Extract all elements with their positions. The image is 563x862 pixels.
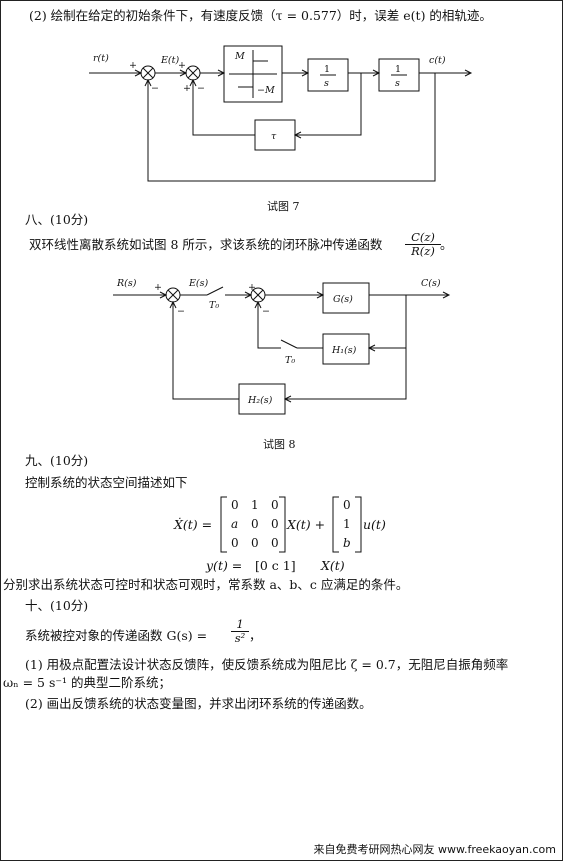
d8-H1: H₁(s) [331,345,357,356]
q9-question: 分别求出系统状态可控时和状态可观时，常系数 a、b、c 应满足的条件。 [3,577,409,592]
d8-plus2: + [248,282,256,293]
d7-plus1: + [129,60,137,71]
d7-int1-den: s [324,78,329,89]
q10-part2: (2) 画出反馈系统的状态变量图，并求出闭环系统的传递函数。 [25,696,372,711]
d8-sampler1: T₀ [209,300,219,311]
d7-caption: 试图 7 [267,200,300,213]
A-12: 0 [271,517,279,531]
q9-output-rhs: X(t) [321,558,345,573]
d7-int2-num: 1 [395,64,401,75]
d8-minus2: − [262,306,270,317]
B-0: 0 [343,498,351,512]
d8-G: G(s) [333,294,353,305]
q8-frac-num: C(z) [411,230,435,244]
d7-input-label: r(t) [93,53,109,64]
q10-part1a: (1) 用极点配置法设计状态反馈阵，使反馈系统成为阻尼比 ζ = 0.7，无阻尼… [25,657,509,672]
q8-frac-den: R(z) [411,244,435,258]
A-11: 0 [251,517,259,531]
d8-error-label: E(s) [188,278,209,289]
q10-plant-text: 系统被控对象的传递函数 G(s) = [25,628,208,643]
q9-C-matrix: [0 c 1] [255,558,296,573]
d7-relay-block [223,45,283,103]
d7-minus2: − [197,83,205,94]
q9-heading: 九、(10分) [25,453,89,468]
d7-relay-pos: M [234,51,245,62]
d7-tau: τ [271,131,277,142]
B-2: b [343,536,351,550]
d7-output-label: c(t) [429,55,446,66]
d7-minus1: − [151,83,159,94]
d8-sampler2: T₀ [285,355,295,366]
A-22: 0 [271,536,279,550]
q9-lhs: Ẋ(t) = [174,517,213,532]
q10-plant-end: ， [249,628,262,643]
q9-output-lhs: y(t) = [206,558,243,573]
q10-plant-fraction: 1 s² [231,618,249,645]
q10-heading: 十、(10分) [25,598,89,613]
A-10: a [231,517,239,531]
d8-H1-block [322,333,370,365]
q9-rhs: u(t) [363,517,386,532]
A-01: 1 [251,498,259,512]
A-20: 0 [231,536,239,550]
d8-G-block [322,282,370,314]
d8-H2: H₂(s) [247,395,273,406]
d7-relay-neg: −M [257,85,275,96]
d8-output-label: C(s) [421,278,441,289]
footer-watermark: 来自免费考研网热心网友 www.freekaoyan.com [313,843,556,856]
A-21: 0 [251,536,259,550]
q9-intro: 控制系统的状态空间描述如下 [25,475,188,490]
d7-int1-num: 1 [324,64,330,75]
d7-integrator2 [378,58,420,92]
d8-minus1: − [177,306,185,317]
d7-error-label: E(t) [160,55,179,66]
q7-part2-text: (2) 绘制在给定的初始条件下，有速度反馈（τ = 0.577）时，误差 e(t… [29,8,492,23]
B-1: 1 [343,517,351,531]
d7-plus2: + [178,60,186,71]
d7-plus-inner: + [183,83,191,94]
q8-fraction: C(z) R(z) [405,231,441,258]
q10-part1b: ωₙ = 5 s⁻¹ 的典型二阶系统； [3,675,171,690]
A-02: 0 [271,498,279,512]
d8-plus1: + [154,282,162,293]
d7-int2-den: s [395,78,400,89]
q8-text: 双环线性离散系统如试图 8 所示，求该系统的闭环脉冲传递函数 [29,237,383,252]
q8-end: 。 [440,237,453,252]
d7-integrator1 [307,58,349,92]
q10-plant-num: 1 [236,617,244,631]
d8-caption: 试图 8 [263,438,296,451]
q10-plant-den: s² [234,631,246,645]
A-00: 0 [231,498,239,512]
q8-heading: 八、(10分) [25,212,89,227]
d8-input-label: R(s) [116,278,137,289]
q9-mid: X(t) + [287,517,326,532]
